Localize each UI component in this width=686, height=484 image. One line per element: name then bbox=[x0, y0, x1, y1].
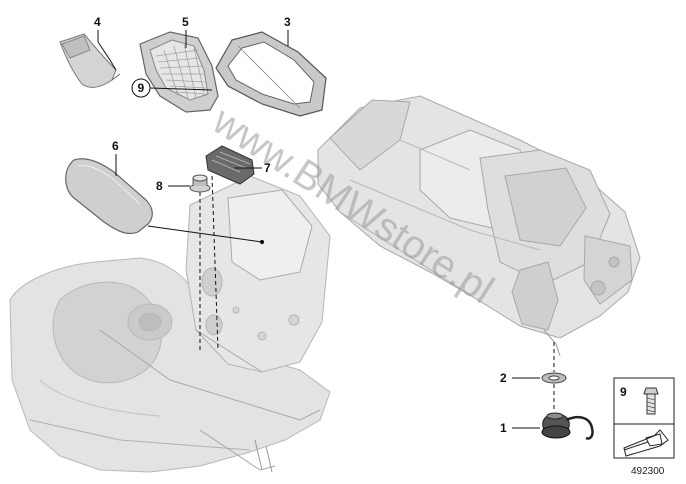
callout-9: 9 bbox=[138, 81, 145, 95]
callout-3: 3 bbox=[284, 15, 291, 29]
part-8-nut bbox=[189, 174, 211, 193]
part-1-grommet bbox=[541, 412, 594, 440]
direction-arrow-icon bbox=[623, 429, 669, 457]
callout-1: 1 bbox=[500, 421, 507, 435]
heater-housing bbox=[317, 95, 641, 357]
callout-9-circle bbox=[131, 78, 151, 98]
callout-labels: 4 5 3 9 6 7 8 2 1 bbox=[94, 15, 507, 435]
leader-lines bbox=[97, 30, 555, 429]
part-5-grille bbox=[139, 31, 219, 113]
callout-4: 4 bbox=[94, 15, 101, 29]
bolt-icon bbox=[643, 387, 659, 415]
legend-callout-9: 9 bbox=[620, 385, 627, 399]
body-floor-structure bbox=[9, 257, 331, 473]
callout-8: 8 bbox=[156, 179, 163, 193]
fastener-legend: 9 bbox=[613, 377, 675, 459]
callout-5: 5 bbox=[182, 15, 189, 29]
callout-6: 6 bbox=[112, 139, 119, 153]
callout-2: 2 bbox=[500, 371, 507, 385]
part-6-flap bbox=[65, 158, 153, 235]
document-number: 492300 bbox=[631, 466, 665, 477]
callout-7: 7 bbox=[264, 161, 271, 175]
part-2-washer bbox=[541, 372, 567, 384]
part-3-frame bbox=[215, 31, 327, 117]
part-7-clip bbox=[205, 145, 255, 185]
bulkhead-panel bbox=[185, 175, 331, 373]
part-4-cover bbox=[59, 33, 121, 88]
